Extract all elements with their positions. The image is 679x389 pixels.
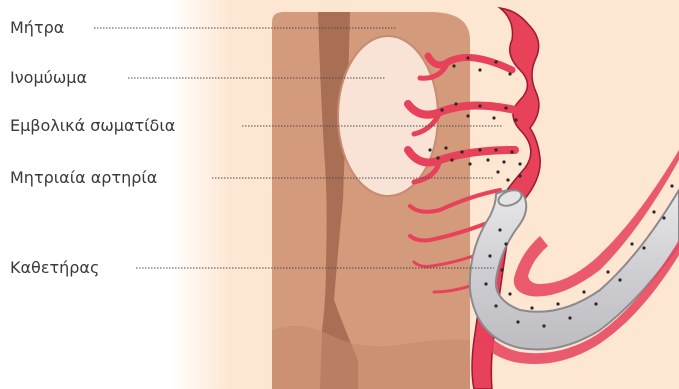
label-catheter: Καθετήρας xyxy=(10,258,99,278)
label-uterine-artery: Μητριαία αρτηρία xyxy=(10,168,157,188)
label-fibroid: Ινομύωμα xyxy=(10,68,87,88)
label-uterus: Μήτρα xyxy=(10,18,64,38)
label-embolic-particles: Εμβολικά σωματίδια xyxy=(10,116,175,136)
